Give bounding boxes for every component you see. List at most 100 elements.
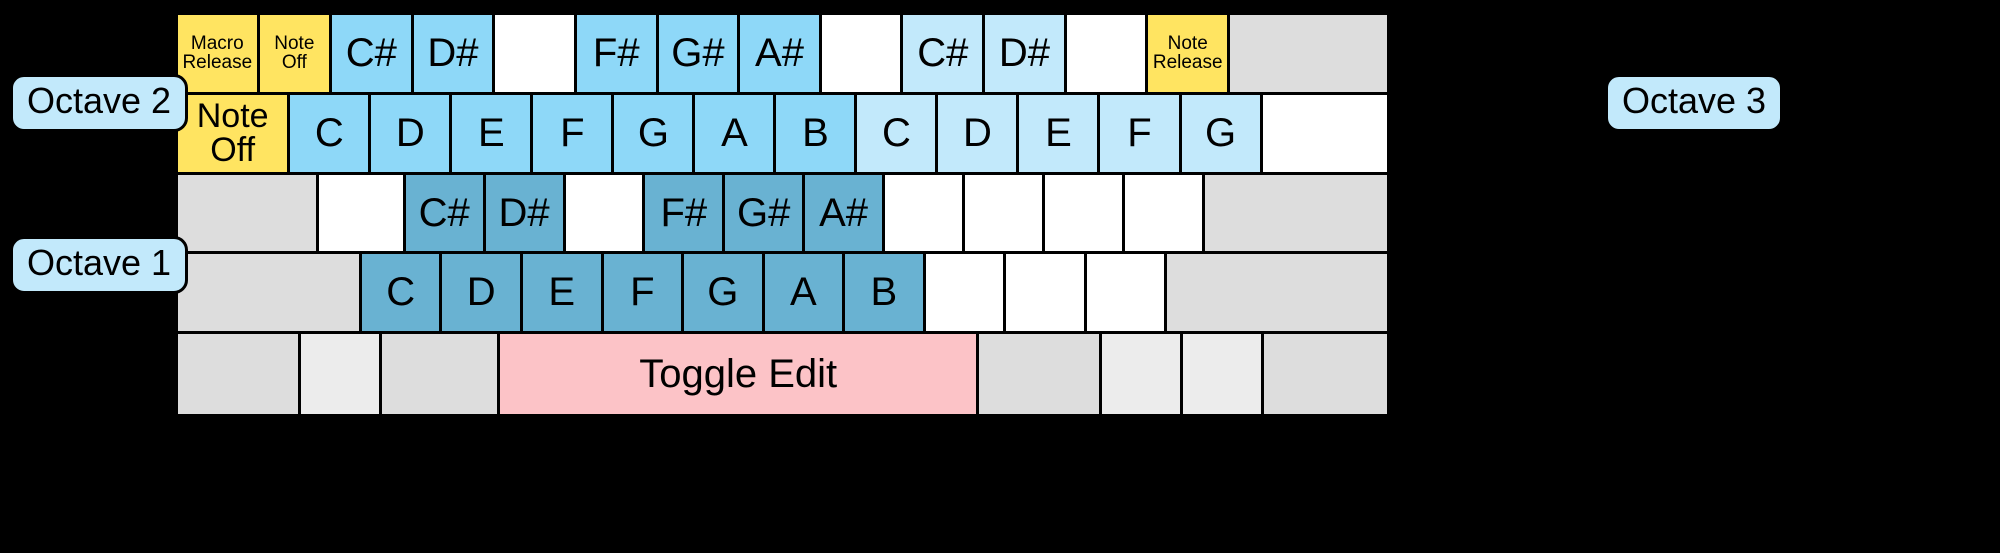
key-f-r2c12[interactable]: F [1100, 94, 1182, 175]
key-label: C [882, 110, 911, 155]
key-unmapped-r4c11 [1086, 254, 1168, 335]
key-f-r2c5[interactable]: F [533, 94, 615, 175]
key-unmapped-r5c5 [978, 334, 1103, 414]
key-unmapped-r3c2 [319, 174, 406, 255]
key-label: F# [592, 31, 640, 75]
key-c-sharp-r1c3[interactable]: C# [332, 15, 414, 95]
key-label: D [395, 110, 425, 155]
octave-label-octave-2: Octave 2 [10, 74, 189, 132]
key-label: D# [427, 31, 479, 75]
key-e-r2c11[interactable]: E [1019, 94, 1101, 175]
key-unmapped-r1c9 [821, 15, 904, 95]
key-c-r4c2[interactable]: C [361, 254, 443, 335]
key-a-r2c7[interactable]: A [695, 94, 777, 175]
key-label: A [721, 110, 748, 155]
key-g-sharp-r1c7[interactable]: G# [658, 15, 741, 95]
key-f-sharp-r1c6[interactable]: F# [576, 15, 659, 95]
key-unmapped-r1c5 [495, 15, 577, 95]
key-label: C# [917, 31, 969, 75]
key-a-r4c7[interactable]: A [764, 254, 846, 335]
key-unmapped-r3c12 [1124, 174, 1205, 255]
octave-label-octave-1: Octave 1 [10, 236, 189, 294]
key-unmapped-r5c2 [301, 334, 382, 414]
key-label: D [466, 270, 496, 315]
key-g-sharp-r3c7[interactable]: G# [725, 174, 806, 255]
key-label: C# [418, 190, 470, 235]
key-f-r4c5[interactable]: F [603, 254, 685, 335]
key-unmapped-r5c8 [1263, 334, 1387, 414]
key-label: E [1045, 110, 1072, 155]
key-label: F [630, 270, 655, 315]
key-label: G# [737, 190, 791, 235]
key-label: G [707, 270, 739, 315]
key-g-r2c13[interactable]: G [1181, 94, 1263, 175]
key-d-sharp-r1c4[interactable]: D# [413, 15, 496, 95]
key-label: F# [660, 190, 708, 235]
key-unmapped-r5c1 [178, 334, 302, 414]
key-unmapped-r3c11 [1044, 174, 1125, 255]
key-unmapped-r3c5 [565, 174, 646, 255]
key-label: E [478, 110, 505, 155]
key-f-sharp-r3c6[interactable]: F# [645, 174, 726, 255]
key-a-sharp-r1c8[interactable]: A# [740, 15, 822, 95]
key-unmapped-r4c1 [178, 254, 362, 335]
octave-label-octave-3: Octave 3 [1605, 74, 1784, 132]
key-label: G [1204, 110, 1237, 155]
key-toggle-edit-r5c4[interactable]: Toggle Edit [500, 334, 979, 414]
key-label: D [963, 110, 992, 155]
key-label: C [314, 110, 344, 155]
key-label: B [870, 270, 898, 315]
key-label: F [560, 110, 585, 155]
key-g-r4c6[interactable]: G [684, 254, 765, 335]
keyboard-row-spacebar-row: Toggle Edit [178, 334, 1387, 414]
key-label: F [1127, 110, 1152, 155]
key-unmapped-r4c10 [1006, 254, 1087, 335]
key-unmapped-r3c1 [178, 174, 320, 255]
key-d-sharp-r1c11[interactable]: D# [985, 15, 1067, 95]
key-a-sharp-r3c8[interactable]: A# [805, 174, 886, 255]
key-label: A# [819, 190, 869, 235]
key-unmapped-r5c3 [381, 334, 501, 414]
key-label: C [386, 270, 416, 315]
key-label: B [802, 110, 829, 155]
key-e-r2c4[interactable]: E [452, 94, 534, 175]
key-unmapped-r5c6 [1102, 334, 1183, 414]
key-g-r2c6[interactable]: G [614, 94, 696, 175]
key-d-r4c3[interactable]: D [442, 254, 523, 335]
key-c-r2c9[interactable]: C [857, 94, 939, 175]
key-c-sharp-r1c10[interactable]: C# [903, 15, 986, 95]
key-d-r2c10[interactable]: D [938, 94, 1020, 175]
key-label: G [637, 110, 669, 155]
key-c-r2c2[interactable]: C [290, 94, 372, 175]
key-e-r4c4[interactable]: E [522, 254, 604, 335]
key-b-r2c8[interactable]: B [776, 94, 858, 175]
key-label: D# [998, 31, 1051, 75]
key-b-r4c8[interactable]: B [845, 254, 926, 335]
keyboard-row-asdf-row: C# D# F# G# A# [178, 174, 1387, 255]
key-d-r2c3[interactable]: D [371, 94, 453, 175]
key-label: Toggle Edit [639, 351, 838, 396]
key-unmapped-r4c12 [1167, 254, 1387, 335]
key-label: G# [671, 31, 725, 75]
key-unmapped-r3c9 [885, 174, 965, 255]
key-label: C# [345, 31, 397, 75]
key-unmapped-r3c10 [964, 174, 1045, 255]
key-unmapped-r1c12 [1066, 15, 1149, 95]
key-label: A [790, 270, 817, 315]
key-c-sharp-r3c3[interactable]: C# [405, 174, 486, 255]
key-unmapped-r4c9 [925, 254, 1007, 335]
key-d-sharp-r3c4[interactable]: D# [485, 174, 566, 255]
key-label: A# [755, 31, 804, 75]
